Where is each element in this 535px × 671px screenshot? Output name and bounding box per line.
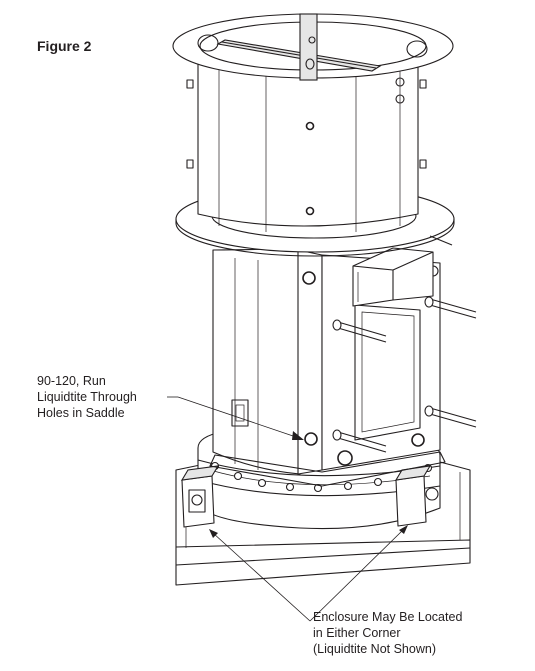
enclosure-callout-line-2: in Either Corner <box>313 626 401 640</box>
leader-enclosure-right <box>309 525 408 622</box>
mounting-studs <box>332 296 477 453</box>
leader-saddle <box>167 396 304 440</box>
upper-cylinder <box>186 51 427 232</box>
enclosure-callout: Enclosure May Be Located in Either Corne… <box>313 609 462 657</box>
junction-box <box>352 247 434 307</box>
saddle-callout-line-2: Liquidtite Through <box>37 390 137 404</box>
leader-enclosure-left <box>209 529 311 622</box>
base-skid <box>175 461 471 586</box>
saddle-callout-line-1: 90-120, Run <box>37 374 106 388</box>
enclosure-left <box>180 465 220 528</box>
enclosure-callout-line-3: (Liquidtite Not Shown) <box>313 642 436 656</box>
saddle-callout: 90-120, Run Liquidtite Through Holes in … <box>37 373 137 421</box>
figure-title: Figure 2 <box>37 38 92 54</box>
enclosure-right <box>394 465 439 527</box>
saddle-callout-line-3: Holes in Saddle <box>37 406 125 420</box>
enclosure-callout-line-1: Enclosure May Be Located <box>313 610 463 624</box>
top-flange <box>172 13 454 81</box>
motor-housing <box>209 247 446 487</box>
saddle-holes <box>302 265 439 466</box>
